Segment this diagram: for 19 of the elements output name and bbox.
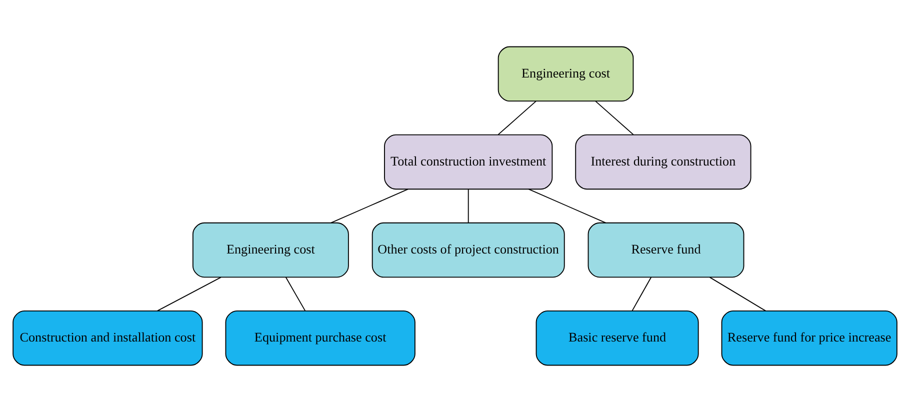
node-box: Basic reserve fund: [536, 310, 699, 366]
node-box: Reserve fund: [588, 222, 744, 278]
node-box: Construction and installation cost: [12, 310, 203, 366]
node-box: Equipment purchase cost: [225, 310, 416, 366]
connector: [498, 100, 536, 135]
connector: [330, 188, 408, 223]
node-box: Reserve fund for price increase: [721, 310, 898, 366]
connector: [285, 276, 306, 311]
node-box: Total construction investment: [384, 134, 553, 190]
connector: [157, 276, 222, 311]
node-box: Other costs of project construction: [372, 222, 565, 278]
connector: [528, 188, 606, 223]
node-box: Engineering cost: [192, 222, 349, 278]
connector: [632, 276, 652, 311]
connector: [468, 188, 469, 223]
connector: [709, 276, 766, 311]
node-box: Engineering cost: [498, 46, 634, 102]
connector: [595, 100, 634, 135]
node-box: Interest during construction: [575, 134, 752, 190]
